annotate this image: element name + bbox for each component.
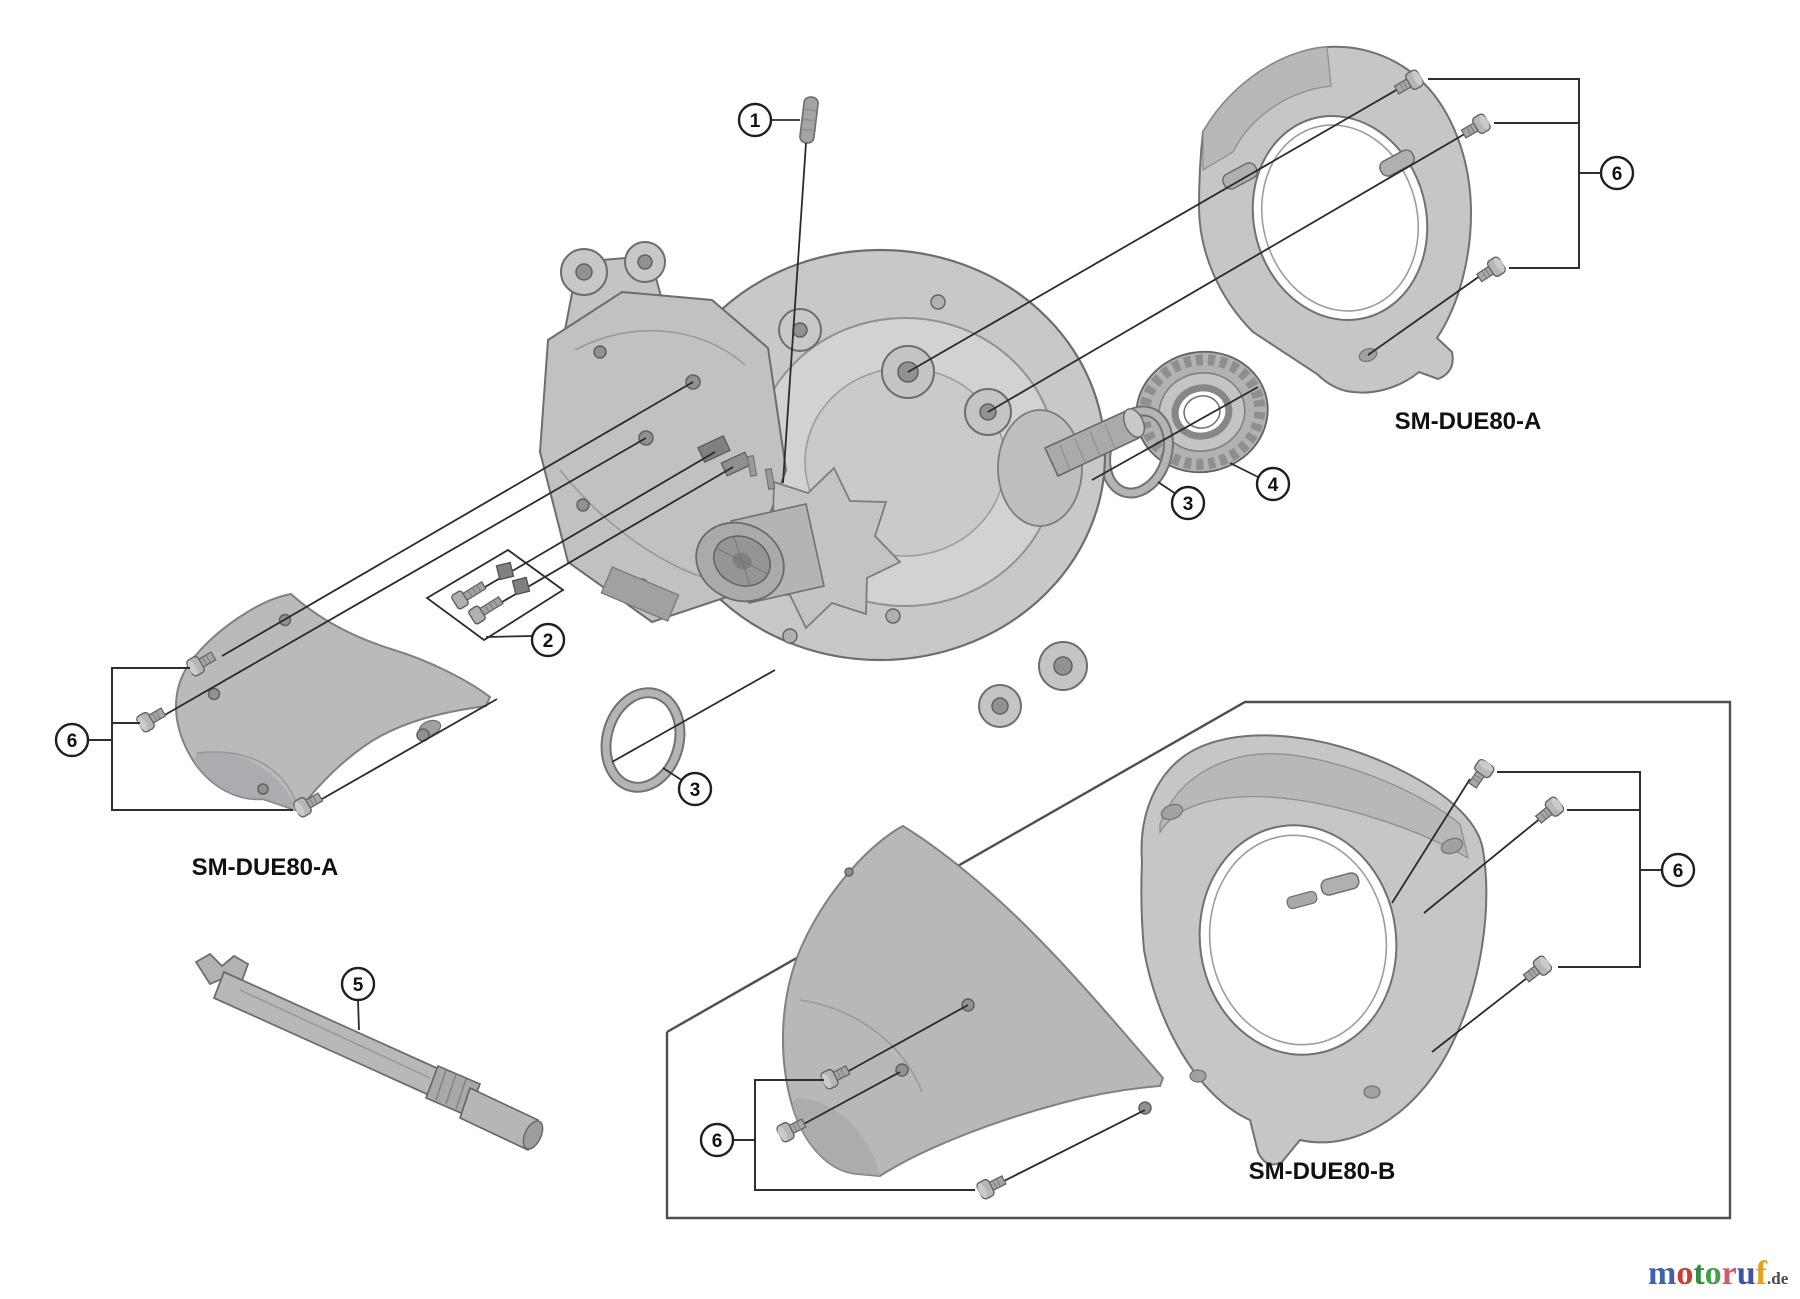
callout-1[interactable]: 1 [737, 102, 773, 138]
label-assembly-bottom: SM-DUE80-B [1249, 1158, 1396, 1185]
service-tool [194, 952, 544, 1152]
logo-letter-r: r [1722, 1255, 1737, 1292]
logo-suffix-de: .de [1767, 1269, 1789, 1288]
callout-6-top-right-number: 6 [1612, 164, 1623, 185]
bolt-set-box [425, 548, 565, 642]
logo-letter-f: f [1756, 1255, 1768, 1292]
callout-6-top-right[interactable]: 6 [1599, 155, 1635, 191]
callout-6-b-left[interactable]: 6 [699, 1122, 735, 1158]
cover-b-left [782, 824, 1165, 1178]
callout-5[interactable]: 5 [340, 966, 376, 1002]
label-assembly-left: SM-DUE80-A [192, 854, 339, 881]
logo-letter-u: u [1737, 1255, 1756, 1292]
logo-letter-o1: o [1676, 1255, 1693, 1292]
callout-3-left[interactable]: 3 [677, 771, 713, 807]
o-ring-left [600, 687, 686, 793]
cover-a-top-right [1197, 45, 1473, 394]
callout-3-right-number: 3 [1183, 494, 1194, 515]
leader-lines [162, 80, 1543, 1184]
cover-a-left [175, 592, 492, 813]
pin [799, 96, 819, 144]
logo-letter-t: t [1693, 1255, 1705, 1292]
callout-6-left[interactable]: 6 [54, 722, 90, 758]
callout-6-left-number: 6 [67, 731, 78, 752]
cover-b-right [1140, 734, 1488, 1166]
callout-4[interactable]: 4 [1255, 466, 1291, 502]
watermark-logo: motoruf.de [1648, 1255, 1789, 1292]
callout-1-number: 1 [750, 111, 761, 132]
logo-letter-o2: o [1705, 1255, 1722, 1292]
callout-2[interactable]: 2 [530, 622, 566, 658]
callout-6-b-right[interactable]: 6 [1660, 852, 1696, 888]
callout-3-right[interactable]: 3 [1170, 485, 1206, 521]
callout-2-number: 2 [543, 631, 554, 652]
callout-6-b-right-number: 6 [1673, 861, 1684, 882]
callout-6-b-left-number: 6 [712, 1131, 723, 1152]
logo-letter-m: m [1648, 1255, 1676, 1292]
label-assembly-top-right: SM-DUE80-A [1395, 408, 1542, 435]
callout-5-number: 5 [353, 975, 364, 996]
drive-unit [538, 241, 1146, 728]
callout-3-left-number: 3 [690, 780, 701, 801]
b-assembly-box [665, 700, 1732, 1220]
callout-4-number: 4 [1268, 475, 1279, 496]
callout-brackets [88, 78, 1662, 1191]
